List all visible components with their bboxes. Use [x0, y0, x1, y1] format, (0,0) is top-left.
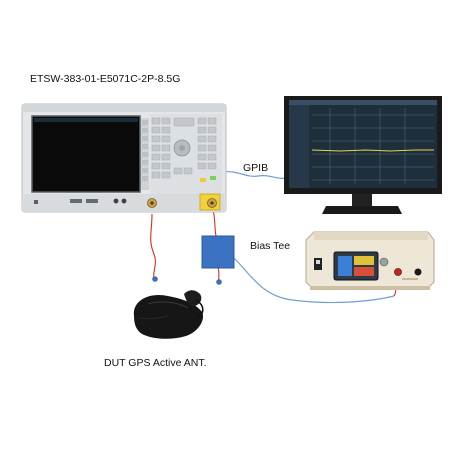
gps-antenna-icon	[133, 290, 204, 339]
bias-tee-box-icon	[201, 235, 235, 269]
power-supply-icon	[305, 231, 435, 290]
bias-supply-cable	[233, 257, 395, 304]
dut-port1-dot	[152, 276, 158, 282]
bias-tee-label: Bias Tee	[250, 240, 291, 252]
gpib-label: GPIB	[243, 162, 269, 174]
gpib-cable	[223, 171, 291, 180]
dut-label: DUT GPS Active ANT.	[104, 357, 207, 369]
network-analyzer-icon	[21, 103, 227, 213]
port1-cable	[150, 213, 156, 281]
analyzer-model-label: ETSW-383-01-E5071C-2P-8.5G	[30, 73, 181, 85]
monitor-icon	[284, 96, 442, 214]
dut-port2-dot	[216, 279, 222, 285]
